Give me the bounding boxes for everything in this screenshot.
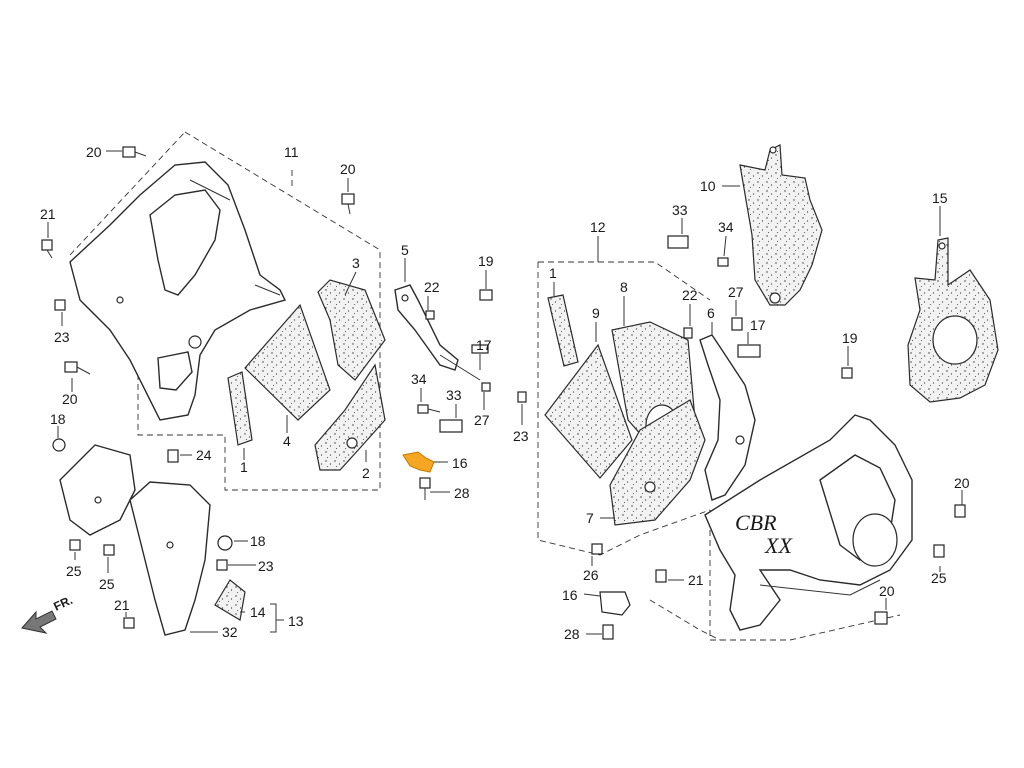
stay-bracket-5	[394, 284, 481, 381]
pad-1-right	[547, 294, 579, 367]
callout-13: 13	[288, 613, 304, 629]
callout-3: 3	[352, 255, 360, 271]
callout-34: 34	[411, 371, 427, 387]
callout-7: 7	[586, 510, 594, 526]
callout-18: 18	[50, 411, 66, 427]
callout-4: 4	[283, 433, 291, 449]
callout-16: 16	[562, 587, 578, 603]
middle-cowl-left	[69, 161, 287, 421]
callout-15: 15	[932, 190, 948, 206]
callout-25: 25	[99, 576, 115, 592]
callout-14: 14	[250, 604, 266, 620]
inner-panel-6	[699, 334, 756, 501]
front-direction-arrow: FR.	[21, 593, 75, 634]
callout-21: 21	[40, 206, 56, 222]
callout-25: 25	[931, 570, 947, 586]
callout-25: 25	[66, 563, 82, 579]
callout-18: 18	[250, 533, 266, 549]
callout-20: 20	[879, 583, 895, 599]
callout-2: 2	[362, 465, 370, 481]
callout-5: 5	[401, 242, 409, 258]
callout-1: 1	[549, 265, 557, 281]
right-group-frames	[537, 261, 901, 641]
callout-32: 32	[222, 624, 238, 640]
callout-27: 27	[728, 284, 744, 300]
callout-23: 23	[258, 558, 274, 574]
pad-1-left	[227, 371, 253, 446]
callout-21: 21	[688, 572, 704, 588]
callout-33: 33	[672, 202, 688, 218]
callout-24: 24	[196, 447, 212, 463]
callout-27: 27	[474, 412, 490, 428]
callout-19: 19	[842, 330, 858, 346]
pad-7	[609, 399, 706, 526]
callout-21: 21	[114, 597, 130, 613]
left-group-frames	[69, 131, 381, 491]
cbr-badge: CBR	[735, 510, 777, 535]
highlighted-bracket-16	[402, 451, 435, 473]
callout-19: 19	[478, 253, 494, 269]
callout-11: 11	[284, 144, 299, 160]
callout-28: 28	[564, 626, 580, 642]
pad-9	[544, 343, 633, 479]
callout-1: 1	[240, 459, 248, 475]
callout-28: 28	[454, 485, 470, 501]
callout-22: 22	[424, 279, 440, 295]
callout-23: 23	[54, 329, 70, 345]
callout-8: 8	[620, 279, 628, 295]
pad-15	[907, 237, 999, 403]
callout-10: 10	[700, 178, 716, 194]
lower-cowl-left	[59, 444, 246, 636]
fasteners	[41, 146, 966, 640]
callout-16: 16	[452, 455, 468, 471]
pad-2	[314, 363, 386, 471]
callout-23: 23	[513, 428, 529, 444]
callout-20: 20	[62, 391, 78, 407]
callout-9: 9	[592, 305, 600, 321]
pad-10	[739, 144, 823, 306]
callout-26: 26	[583, 567, 599, 583]
pad-3	[317, 279, 386, 381]
middle-cowl-right: CBR XX	[704, 414, 913, 631]
front-marker-label: FR.	[51, 593, 74, 614]
callout-20: 20	[954, 475, 970, 491]
callout-12: 12	[590, 219, 606, 235]
xx-badge: XX	[764, 533, 793, 558]
callout-20: 20	[340, 161, 356, 177]
callout-34: 34	[718, 219, 734, 235]
pad-4	[244, 303, 331, 421]
callout-17: 17	[750, 317, 766, 333]
callout-6: 6	[707, 305, 715, 321]
callout-33: 33	[446, 387, 462, 403]
callout-labels: 20 11 20 21 23 20 18 24 1 4 3 2 5 22 19 …	[40, 144, 970, 642]
callout-22: 22	[682, 287, 698, 303]
callout-17: 17	[476, 337, 492, 353]
callout-20: 20	[86, 144, 102, 160]
leader-lines	[47, 150, 963, 635]
